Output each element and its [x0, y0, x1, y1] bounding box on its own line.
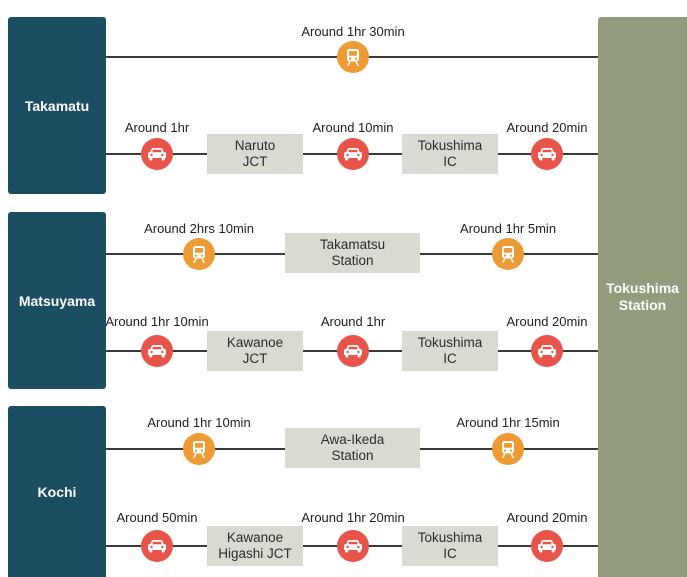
- travel-time-label: Around 1hr 20min: [301, 510, 405, 525]
- car-icon: [531, 530, 563, 562]
- node-tokushima-ic: Tokushima IC: [402, 331, 498, 371]
- car-icon: [531, 138, 563, 170]
- node-line2: Higashi JCT: [218, 546, 292, 561]
- node-line1: Tokushima: [417, 335, 483, 350]
- train-icon: [183, 433, 215, 465]
- car-icon: [141, 138, 173, 170]
- node-kawanoe-higashi-jct: Kawanoe Higashi JCT: [207, 526, 303, 566]
- node-line1: Kawanoe: [226, 530, 284, 545]
- car-icon: [337, 530, 369, 562]
- node-line1: Naruto: [234, 138, 276, 153]
- travel-time-label: Around 50min: [116, 510, 198, 525]
- node-line1: Tokushima: [417, 530, 483, 545]
- node-line1: Awa-Ikeda: [320, 432, 385, 447]
- travel-time-label: Around 20min: [506, 120, 588, 135]
- travel-time-label: Around 1hr: [320, 314, 386, 329]
- node-line2: Station: [331, 253, 374, 268]
- node-line2: Station: [331, 448, 374, 463]
- node-line2: IC: [443, 546, 457, 561]
- travel-time-label: Around 20min: [506, 314, 588, 329]
- node-line2: IC: [443, 154, 457, 169]
- train-icon: [492, 238, 524, 270]
- car-icon: [337, 138, 369, 170]
- destination-line2: Station: [618, 297, 667, 313]
- node-tokushima-ic: Tokushima IC: [402, 134, 498, 174]
- origin-label: Matsuyama: [18, 292, 96, 309]
- travel-time-label: Around 1hr: [124, 120, 190, 135]
- travel-time-label: Around 1hr 5min: [459, 221, 557, 236]
- travel-time-label: Around 1hr 10min: [147, 415, 251, 430]
- node-line1: Takamatsu: [319, 237, 386, 252]
- train-icon: [337, 41, 369, 73]
- node-line2: JCT: [242, 351, 268, 366]
- node-line2: IC: [443, 351, 457, 366]
- destination-line1: Tokushima: [606, 280, 679, 296]
- node-line1: Kawanoe: [226, 335, 284, 350]
- car-icon: [141, 530, 173, 562]
- travel-time-label: Around 20min: [506, 510, 588, 525]
- origin-label: Kochi: [37, 483, 77, 500]
- destination-tokushima-station: Tokushima Station: [598, 17, 687, 577]
- node-awa-ikeda-station: Awa-Ikeda Station: [285, 428, 420, 468]
- origin-matsuyama: Matsuyama: [8, 212, 106, 389]
- origin-takamatu: Takamatu: [8, 17, 106, 194]
- travel-time-label: Around 1hr 15min: [456, 415, 560, 430]
- train-icon: [183, 238, 215, 270]
- node-takamatsu-station: Takamatsu Station: [285, 233, 420, 273]
- node-line1: Tokushima: [417, 138, 483, 153]
- car-icon: [531, 335, 563, 367]
- car-icon: [141, 335, 173, 367]
- travel-time-label: Around 1hr 30min: [301, 24, 405, 39]
- node-naruto-jct: Naruto JCT: [207, 134, 303, 174]
- origin-kochi: Kochi: [8, 406, 106, 577]
- travel-time-label: Around 2hrs 10min: [144, 221, 254, 236]
- train-icon: [492, 433, 524, 465]
- node-tokushima-ic: Tokushima IC: [402, 526, 498, 566]
- origin-label: Takamatu: [24, 97, 90, 114]
- travel-time-label: Around 10min: [312, 120, 394, 135]
- travel-time-label: Around 1hr 10min: [105, 314, 209, 329]
- node-line2: JCT: [242, 154, 268, 169]
- car-icon: [337, 335, 369, 367]
- node-kawanoe-jct: Kawanoe JCT: [207, 331, 303, 371]
